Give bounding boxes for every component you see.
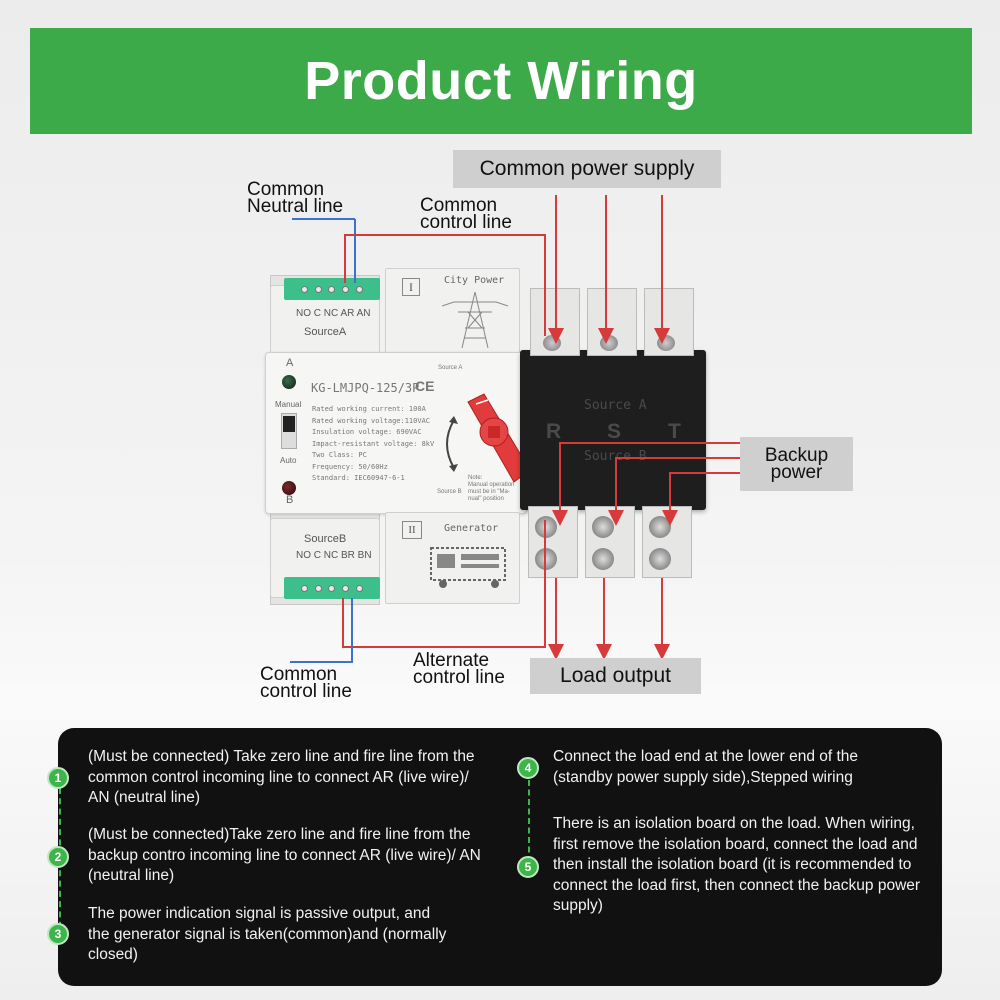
step-text-4: Connect the load end at the lower end of…: [553, 748, 859, 786]
source-a-small-label: Source A: [438, 365, 463, 371]
label-line: Common: [260, 664, 338, 685]
spec-line: Impact-resistant voltage: 8kV: [312, 439, 435, 448]
step-text-3: The power indication signal is passive o…: [88, 905, 447, 963]
label-line: control line: [413, 667, 505, 688]
label-line: Common: [247, 179, 325, 200]
rotate-arrows-icon: [446, 416, 458, 472]
roman-one-badge: I: [402, 278, 420, 296]
label-line: power: [770, 462, 823, 483]
source-b-label: SourceB: [304, 533, 347, 545]
screw-icon: [649, 548, 671, 570]
indicator-b-label: B: [286, 494, 294, 506]
step-connector-right: [528, 780, 530, 862]
label-line: control line: [420, 212, 512, 233]
spec-line: Rated working current: 100A: [312, 405, 426, 413]
spec-line: Standard: IEC60947-6-1: [312, 474, 405, 482]
spec-line: Insulation voltage: 690VAC: [312, 428, 422, 436]
terminal-block-b: [284, 577, 380, 599]
indicator-a-label: A: [286, 357, 294, 369]
alternate-control-line-label: Alternate control line: [413, 650, 505, 688]
power-tower-icon: [441, 291, 509, 349]
note-line: must be in "Ma-: [468, 489, 510, 495]
common-neutral-line-label: Common Neutral line: [247, 179, 344, 217]
spec-line: Rated working voltage:110VAC: [312, 416, 431, 425]
wiring-diagram: NO C NC AR AN SourceA SourceB NO C NC BR…: [0, 140, 1000, 710]
spec-line: Two Class: PC: [312, 451, 367, 459]
source-b-small-label: Source B: [437, 489, 462, 495]
load-output-tag: Load output: [530, 658, 701, 694]
block-source-a-label: Source A: [584, 398, 647, 413]
generator-icon: [430, 547, 506, 588]
phase-s-label: S: [607, 420, 622, 443]
city-power-label: City Power: [444, 275, 505, 286]
header-banner: Product Wiring: [30, 28, 972, 134]
step-number-5: 5: [517, 856, 539, 878]
step-number-4: 4: [517, 757, 539, 779]
indicator-b-light: [282, 481, 296, 495]
manual-label: Manual: [275, 400, 302, 409]
note-line: Note:: [468, 475, 483, 481]
step-text-2: (Must be connected)Take zero line and fi…: [88, 826, 481, 884]
block-source-b-label: Source B: [584, 449, 647, 464]
step-number-3: 3: [47, 923, 69, 945]
step-text-1: (Must be connected) Take zero line and f…: [88, 748, 475, 806]
screw-icon: [592, 548, 614, 570]
spec-list: Rated working current: 100A Rated workin…: [312, 404, 434, 485]
terminal-block-a: [284, 278, 380, 300]
page-title: Product Wiring: [304, 51, 698, 111]
label-line: Backup: [764, 445, 829, 466]
step-text-5: There is an isolation board on the load.…: [553, 815, 921, 914]
label-line: Alternate: [413, 650, 490, 671]
generator-label: Generator: [444, 523, 499, 534]
indicator-a-light: [282, 375, 296, 389]
instructions-panel: 1 (Must be connected) Take zero line and…: [47, 728, 942, 986]
terminals-a-label: NO C NC AR AN: [296, 308, 371, 319]
terminals-b-label: NO C NC BR BN: [296, 550, 372, 561]
wiring-lines: [290, 195, 742, 663]
common-control-line-bottom-label: Common control line: [260, 664, 352, 702]
note-line: nual" position: [468, 496, 504, 502]
roman-two-badge: II: [402, 521, 422, 539]
common-control-line-top-label: Common control line: [420, 195, 512, 233]
backup-power-tag: Backup power: [740, 437, 853, 491]
label-line: Common: [420, 195, 498, 216]
spec-line: Frequency: 50/60Hz: [312, 462, 388, 471]
label-line: Neutral line: [247, 196, 344, 217]
phase-r-label: R: [546, 420, 562, 443]
ce-mark: CE: [415, 378, 435, 394]
mode-switch[interactable]: [281, 413, 297, 449]
black-switch-block: [520, 350, 706, 510]
step-number-2: 2: [47, 846, 69, 868]
common-power-supply-tag: Common power supply: [453, 150, 721, 188]
model-number: KG-LMJPQ-125/3P: [311, 381, 420, 395]
phase-t-label: T: [668, 420, 681, 443]
note-line: Manual operation: [468, 482, 515, 488]
label-line: control line: [260, 681, 352, 702]
step-number-1: 1: [47, 767, 69, 789]
auto-label: Auto: [280, 456, 297, 465]
source-a-label: SourceA: [304, 326, 347, 338]
device-note: Note: Manual operation must be in "Ma- n…: [468, 475, 514, 503]
